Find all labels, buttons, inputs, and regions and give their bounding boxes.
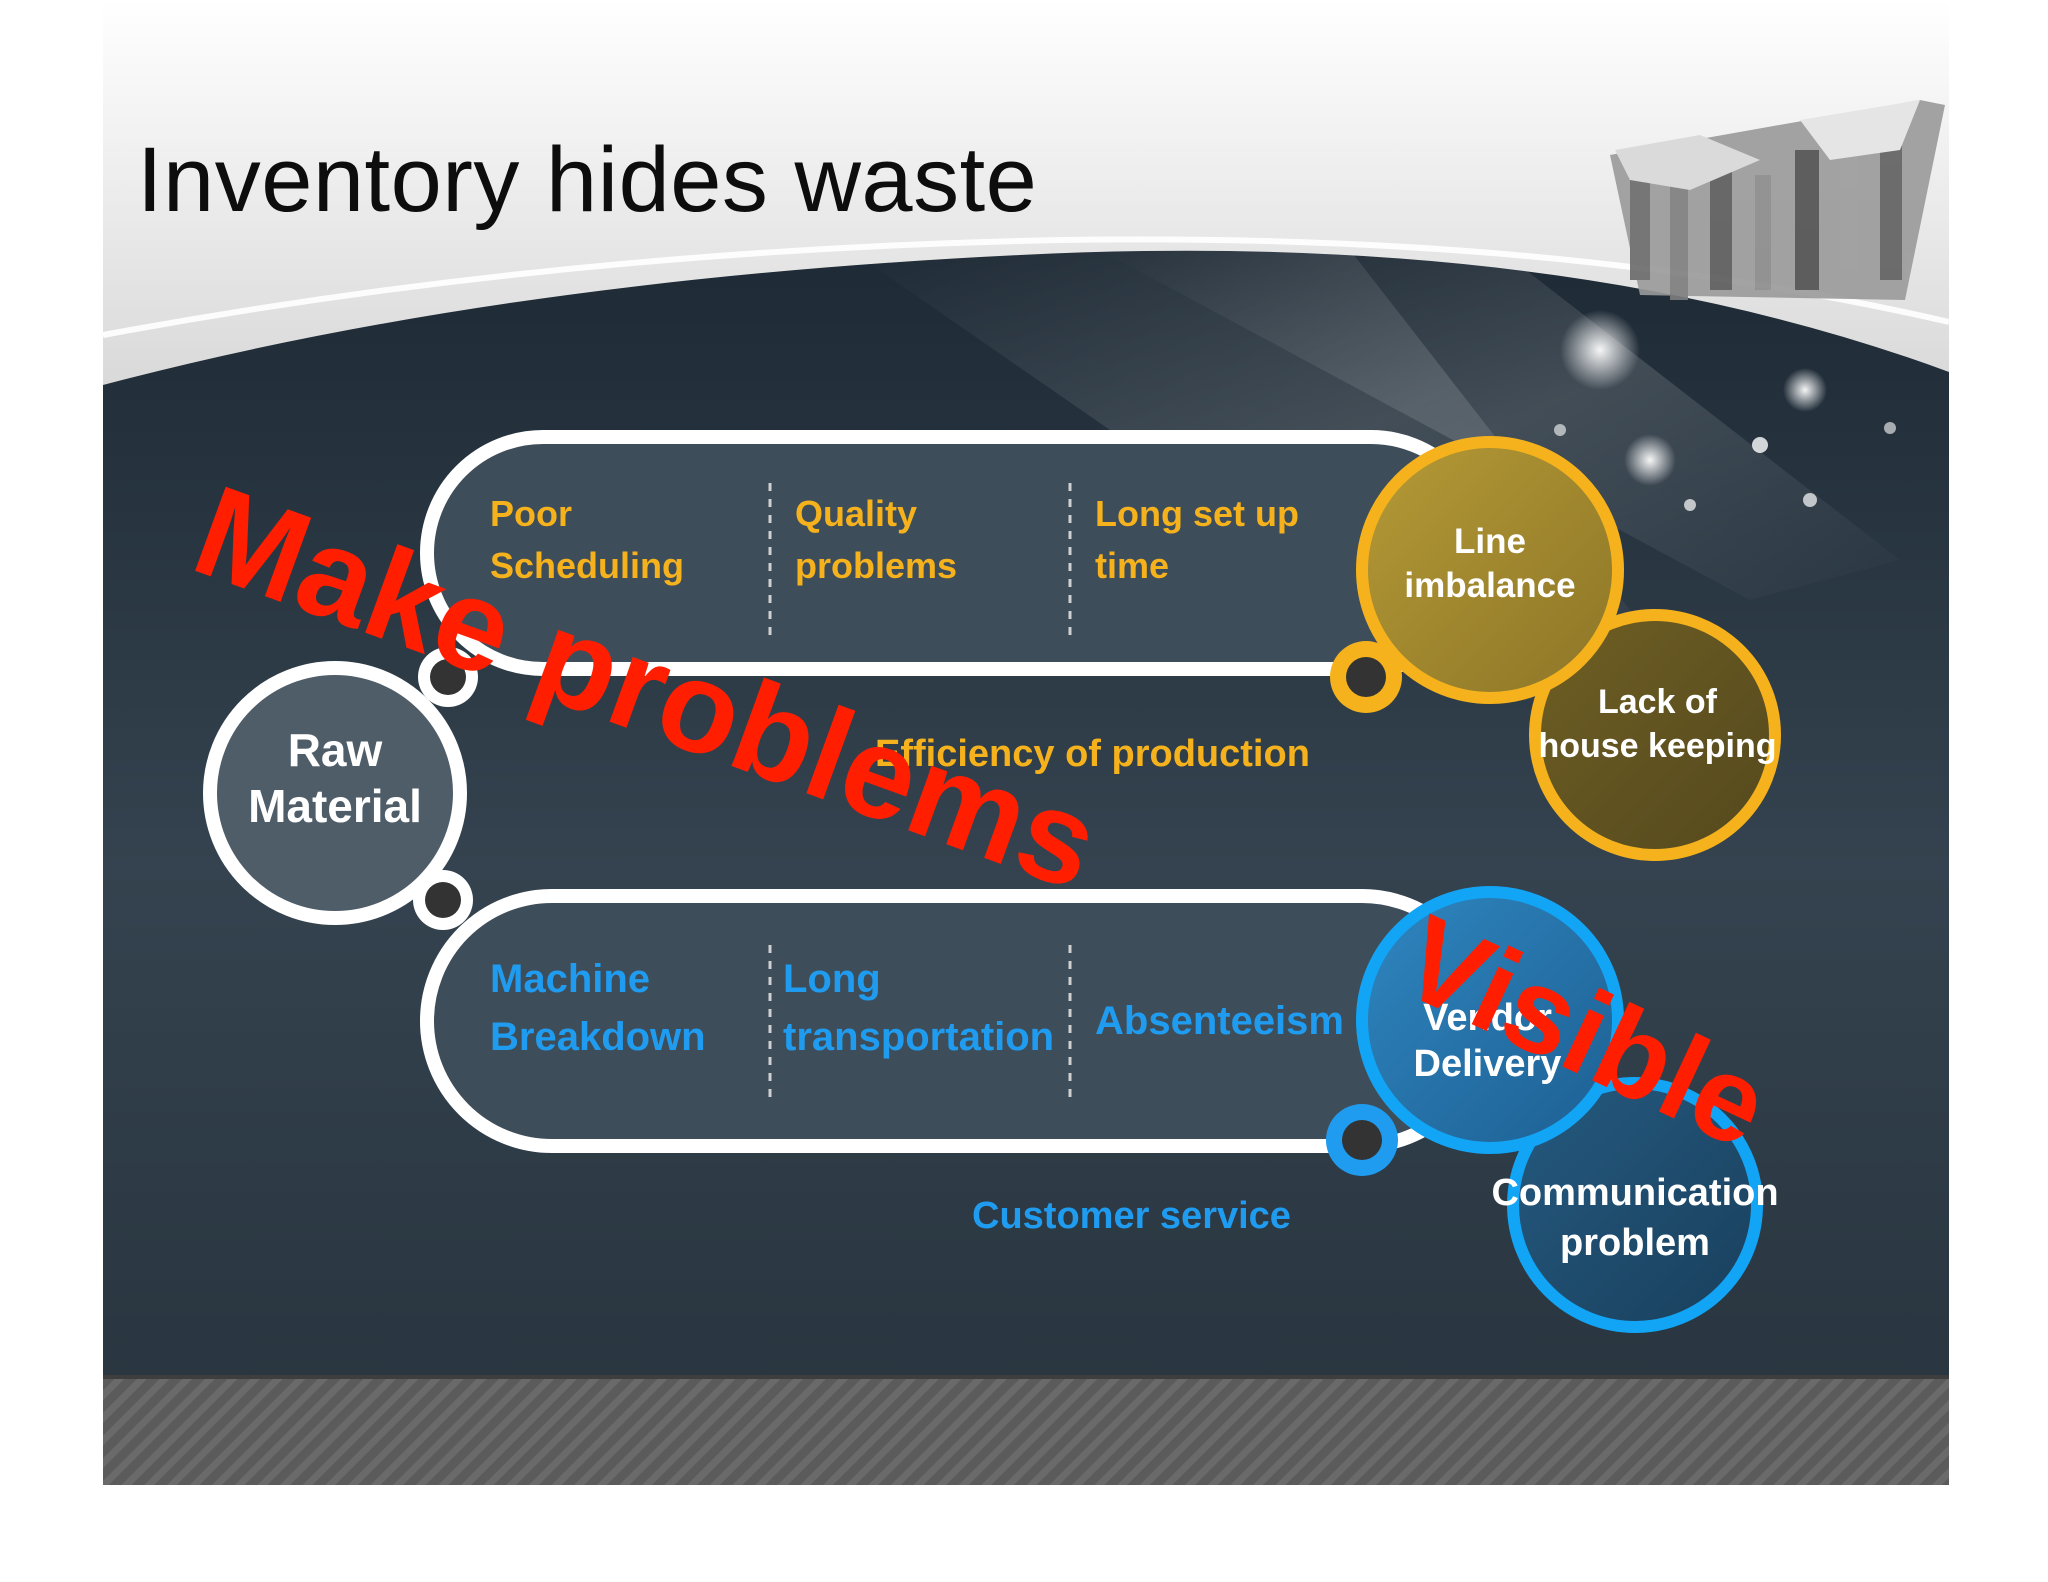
top-caption: Efficiency of production xyxy=(875,733,1310,775)
slide-title: Inventory hides waste xyxy=(137,129,1038,231)
line-imbalance-label: Line imbalance xyxy=(1404,522,1576,605)
bottom-item-machine-breakdown: Machine Breakdown xyxy=(490,957,706,1059)
bottom-item-absenteeism: Absenteeism xyxy=(1095,999,1344,1043)
raw-material-label: Raw Material xyxy=(248,724,422,832)
top-item-quality-problems: Quality problems xyxy=(795,493,958,586)
top-item-long-set-up-time: Long set up time xyxy=(1095,493,1299,586)
lack-of-housekeeping-label: Lack of house keeping xyxy=(1538,683,1777,765)
vendor-delivery-label: Vendor Delivery xyxy=(1413,997,1562,1085)
bottom-item-long-transportation: Long transportation xyxy=(783,957,1055,1059)
bottom-caption: Customer service xyxy=(972,1195,1291,1237)
lack-of-housekeeping-node xyxy=(1529,609,1781,861)
globe-logo xyxy=(1610,100,1945,300)
raw-material-node xyxy=(203,661,467,925)
line-imbalance-node xyxy=(1356,436,1624,704)
communication-problem-node xyxy=(1507,1077,1763,1333)
vendor-delivery-node xyxy=(1356,886,1624,1154)
top-item-poor-scheduling: Poor Scheduling xyxy=(490,493,685,586)
communication-problem-label: Communication problem xyxy=(1491,1172,1779,1264)
